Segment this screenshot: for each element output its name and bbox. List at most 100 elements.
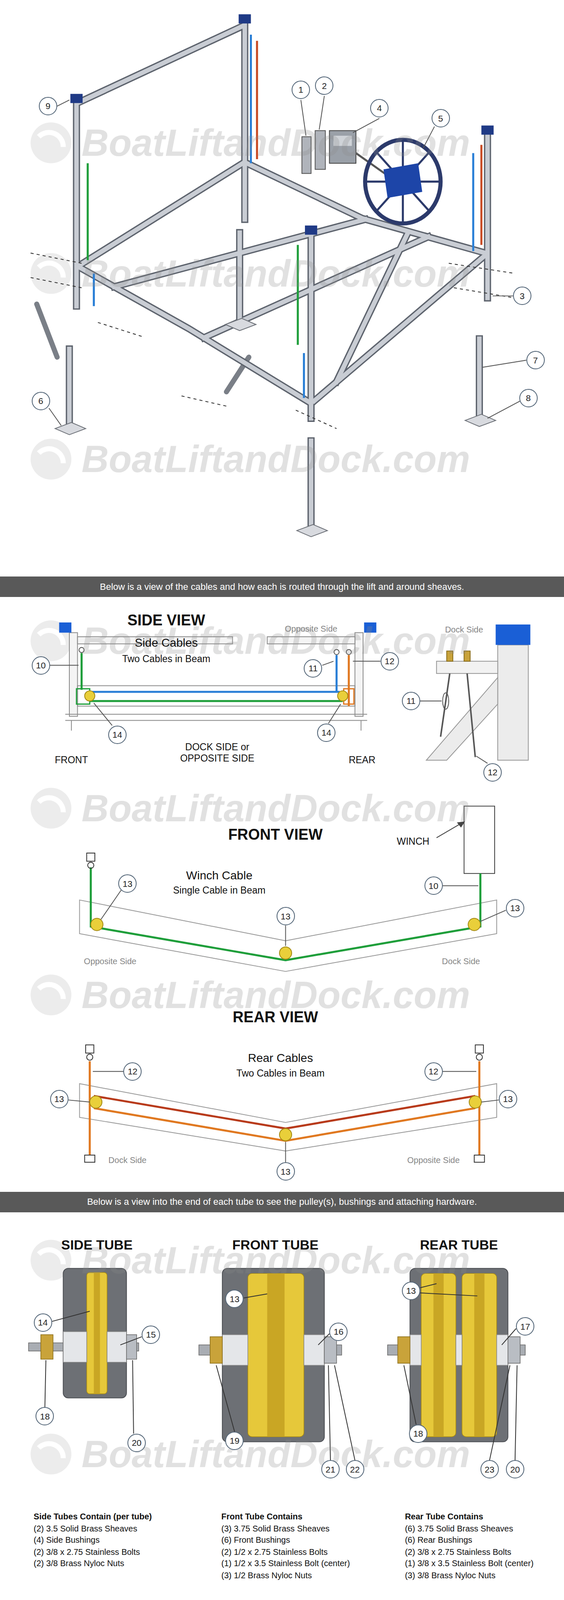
callout-number: 4 <box>370 99 389 118</box>
tube-title: REAR TUBE <box>419 1237 498 1253</box>
parts-list-item: (2) 3.5 Solid Brass Sheaves <box>33 1523 138 1534</box>
parts-list-item: (6) 3.75 Solid Brass Sheaves <box>404 1523 514 1534</box>
watermark-swirls <box>38 132 64 1459</box>
callout-number: 6 <box>31 391 51 411</box>
parts-list-item: (1) 1/2 x 3.5 Stainless Bolt (center) <box>221 1558 351 1569</box>
parts-list-item: (3) 3/8 Brass Nyloc Nuts <box>404 1570 496 1581</box>
cable-title: Rear Cables <box>248 1051 314 1066</box>
cable-subtitle: Single Cable in Beam <box>172 885 266 897</box>
callout-number: 16 <box>329 1322 348 1342</box>
parts-list-item: (2) 3/8 Brass Nyloc Nuts <box>33 1558 125 1569</box>
callout-number: 20 <box>505 1460 525 1479</box>
feet <box>55 318 496 537</box>
callout-number: 10 <box>424 876 443 895</box>
parts-list-heading: Rear Tube Contains <box>404 1511 483 1522</box>
side-label: Dock Side <box>442 956 481 967</box>
cable-subtitle: Two Cables in Beam <box>121 653 211 666</box>
parts-list-item: (2) 3/8 x 2.75 Stainless Bolts <box>33 1547 141 1558</box>
view-title: SIDE VIEW <box>127 611 206 630</box>
callout-number: 9 <box>38 96 58 116</box>
cable-subtitle: Two Cables in Beam <box>236 1067 325 1080</box>
callout-number: 12 <box>424 1062 443 1081</box>
callout-number: 19 <box>225 1431 244 1451</box>
callout-number: 12 <box>380 652 399 671</box>
banner-text: Below is a view of the cables and how ea… <box>99 581 465 593</box>
side-tube <box>28 1268 139 1398</box>
parts-list-item: (1) 3/8 x 3.5 Stainless Bolt (center) <box>404 1558 534 1569</box>
parts-list-item: (2) 1/2 x 2.75 Stainless Bolts <box>221 1547 328 1558</box>
callout-number: 13 <box>118 874 137 893</box>
callout-number: 8 <box>519 388 538 408</box>
callout-number: 13 <box>276 1162 295 1181</box>
callout-number: 12 <box>123 1062 142 1081</box>
rear-tube <box>387 1268 526 1442</box>
callout-number: 5 <box>431 109 450 128</box>
callout-number: 3 <box>513 286 532 305</box>
callout-number: 17 <box>515 1317 535 1336</box>
position-label: REAR <box>348 754 376 767</box>
watermark: BoatLiftandDock.com <box>81 785 470 831</box>
callout-number: 13 <box>498 1089 518 1109</box>
callout-number: 12 <box>483 763 502 782</box>
parts-list-heading: Front Tube Contains <box>221 1511 303 1522</box>
parts-list-heading: Side Tubes Contain (per tube) <box>33 1511 153 1522</box>
view-title: REAR VIEW <box>232 1008 318 1027</box>
callout-number: 13 <box>50 1089 69 1109</box>
parts-list-item: (6) Front Bushings <box>221 1534 291 1545</box>
post-caps <box>70 14 494 235</box>
parts-list-item: (4) Side Bushings <box>33 1534 100 1545</box>
callout-number: 11 <box>401 691 421 711</box>
section-banner: Below is a view into the end of each tub… <box>0 1191 564 1213</box>
cables-3d <box>87 34 482 399</box>
callout-number: 18 <box>409 1424 428 1444</box>
parts-list-item: (2) 3/8 x 2.75 Stainless Bolts <box>404 1547 512 1558</box>
parts-list-item: (3) 1/2 Brass Nyloc Nuts <box>221 1570 313 1581</box>
callout-number: 1 <box>291 80 310 100</box>
front-tube <box>198 1268 342 1442</box>
side-sheaves <box>84 691 349 702</box>
side-label: Opposite Side <box>83 956 137 967</box>
frame-outline <box>69 24 488 529</box>
tube-title: SIDE TUBE <box>61 1237 133 1253</box>
side-label: Opposite Side <box>407 1155 460 1166</box>
front-view <box>79 806 506 972</box>
callout-number: 14 <box>33 1313 53 1332</box>
side-label: Dock Side <box>108 1155 147 1166</box>
callout-number: 14 <box>108 725 127 745</box>
leader-lines <box>50 661 488 764</box>
tube-title: FRONT TUBE <box>232 1237 319 1253</box>
view-title: FRONT VIEW <box>228 825 323 844</box>
callout-number: 7 <box>526 350 545 370</box>
callout-number: 13 <box>276 906 295 926</box>
callout-number: 13 <box>505 899 525 918</box>
callout-number: 21 <box>321 1460 340 1479</box>
callout-number: 13 <box>225 1289 244 1309</box>
callout-number: 23 <box>480 1460 499 1479</box>
cable-title: Side Cables <box>134 635 198 651</box>
leader-lines <box>48 96 526 426</box>
callout-number: 13 <box>401 1281 421 1301</box>
watermark: BoatLiftandDock.com <box>81 436 470 482</box>
callout-number: 2 <box>315 76 334 95</box>
parts-list-item: (6) Rear Bushings <box>404 1534 473 1545</box>
callout-number: 15 <box>141 1325 161 1344</box>
callout-number: 22 <box>345 1460 365 1479</box>
position-label: FRONT <box>54 754 88 767</box>
rear-view <box>68 1044 499 1163</box>
side-label: Opposite Side <box>284 623 338 634</box>
position-label: WINCH <box>396 835 430 848</box>
callout-number: 18 <box>35 1407 54 1426</box>
callout-number: 10 <box>31 656 51 675</box>
position-label: DOCK SIDE or OPPOSITE SIDE <box>167 741 268 765</box>
side-label: Dock Side <box>444 624 483 635</box>
watermark: BoatLiftandDock.com <box>81 251 470 297</box>
cable-title: Winch Cable <box>185 868 253 883</box>
watermark: BoatLiftandDock.com <box>81 120 470 166</box>
callout-number: 20 <box>127 1433 146 1453</box>
parts-list-item: (3) 3.75 Solid Brass Sheaves <box>221 1523 330 1534</box>
callout-number: 14 <box>317 723 336 742</box>
section-banner: Below is a view of the cables and how ea… <box>0 576 564 598</box>
banner-text: Below is a view into the end of each tub… <box>86 1196 477 1208</box>
callout-number: 11 <box>303 659 323 678</box>
